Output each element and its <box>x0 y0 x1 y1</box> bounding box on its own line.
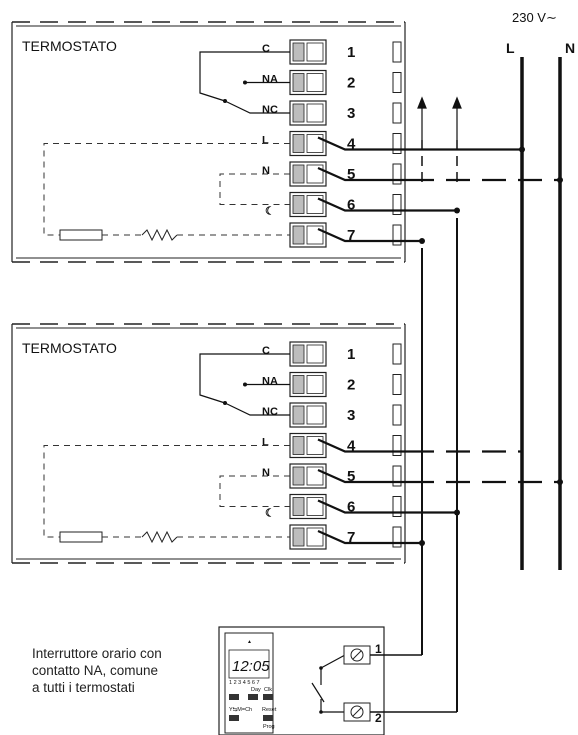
timer-caption: Interruttore orario con contatto NA, com… <box>32 645 212 696</box>
terminal-number: 5 <box>347 166 355 183</box>
terminal-number: 2 <box>347 377 355 394</box>
timer-button-clk[interactable] <box>263 694 273 700</box>
switch-contact <box>311 682 325 703</box>
thermostat-title: TERMOSTATO <box>22 340 117 356</box>
timer-button-reset[interactable] <box>263 715 273 721</box>
terminal-7: 7 <box>289 524 402 550</box>
terminal-label: ☾ <box>265 206 275 218</box>
timer-button-clock[interactable] <box>229 694 239 700</box>
timer-button-mode[interactable] <box>229 715 239 721</box>
terminal-number: 6 <box>347 499 355 516</box>
terminal-number: 4 <box>347 136 356 153</box>
terminal-label: N <box>262 165 270 177</box>
terminal-label: C <box>262 43 270 55</box>
thermostat-title: TERMOSTATO <box>22 38 117 54</box>
timer-display-days: 1 2 3 4 5 6 7 <box>229 680 260 686</box>
terminal-1: 1C <box>262 341 402 367</box>
timer-terminal-1: 1 <box>375 642 382 656</box>
terminal-6: 6☾ <box>265 493 402 520</box>
terminal-label: NC <box>262 406 278 418</box>
terminal-label: NA <box>262 74 278 86</box>
timer-display <box>228 649 270 679</box>
terminal-label: NA <box>262 376 278 388</box>
svg-text:Prog: Prog <box>263 724 275 730</box>
terminal-number: 6 <box>347 197 355 214</box>
svg-text:Y⇆M=Ch: Y⇆M=Ch <box>229 706 252 713</box>
terminal-2: 2 NA <box>262 69 402 96</box>
terminal-5: 5N <box>262 463 402 489</box>
timer-display-time: 12:05 <box>232 658 270 675</box>
supply-voltage-label: 230 V∼ <box>512 10 557 25</box>
timer-caption-line-1: Interruttore orario con <box>32 646 162 661</box>
terminal-label: NC <box>262 104 278 116</box>
terminal-6: 6☾ <box>265 191 402 218</box>
terminal-label: C <box>262 345 270 357</box>
terminal-number: 7 <box>347 227 355 244</box>
svg-text:▲: ▲ <box>247 639 252 645</box>
terminal-number: 7 <box>347 529 355 546</box>
terminal-number: 1 <box>347 44 355 61</box>
terminal-label: L <box>262 437 269 449</box>
timer-button-day[interactable] <box>248 694 258 700</box>
supply-line-label: L <box>506 40 515 56</box>
supply-neutral-label: N <box>565 40 575 56</box>
terminal-number: 4 <box>347 438 356 455</box>
timer-caption-line-2: contatto NA, comune <box>32 663 159 678</box>
terminal-number: 3 <box>347 105 355 122</box>
svg-text:Day: Day <box>251 687 261 693</box>
terminal-number: 3 <box>347 407 355 424</box>
terminal-label: L <box>262 135 269 147</box>
svg-text:Reset: Reset <box>262 707 277 713</box>
terminal-label: ☾ <box>265 508 275 520</box>
terminal-number: 2 <box>347 75 355 92</box>
timer-caption-line-3: a tutti i termostati <box>32 680 135 695</box>
terminal-number: 1 <box>347 346 355 363</box>
time-switch: 12:05 1 2 3 4 5 6 7 ▲ Day Clk Y⇆M=Ch Res… <box>218 626 457 735</box>
svg-text:Clk: Clk <box>264 687 272 693</box>
control-arrows <box>417 96 462 140</box>
timer-terminal-2: 2 <box>375 711 382 725</box>
terminal-number: 5 <box>347 468 355 485</box>
terminal-7: 7 <box>289 222 402 248</box>
terminal-label: N <box>262 467 270 479</box>
terminal-4: 4L <box>262 130 402 157</box>
